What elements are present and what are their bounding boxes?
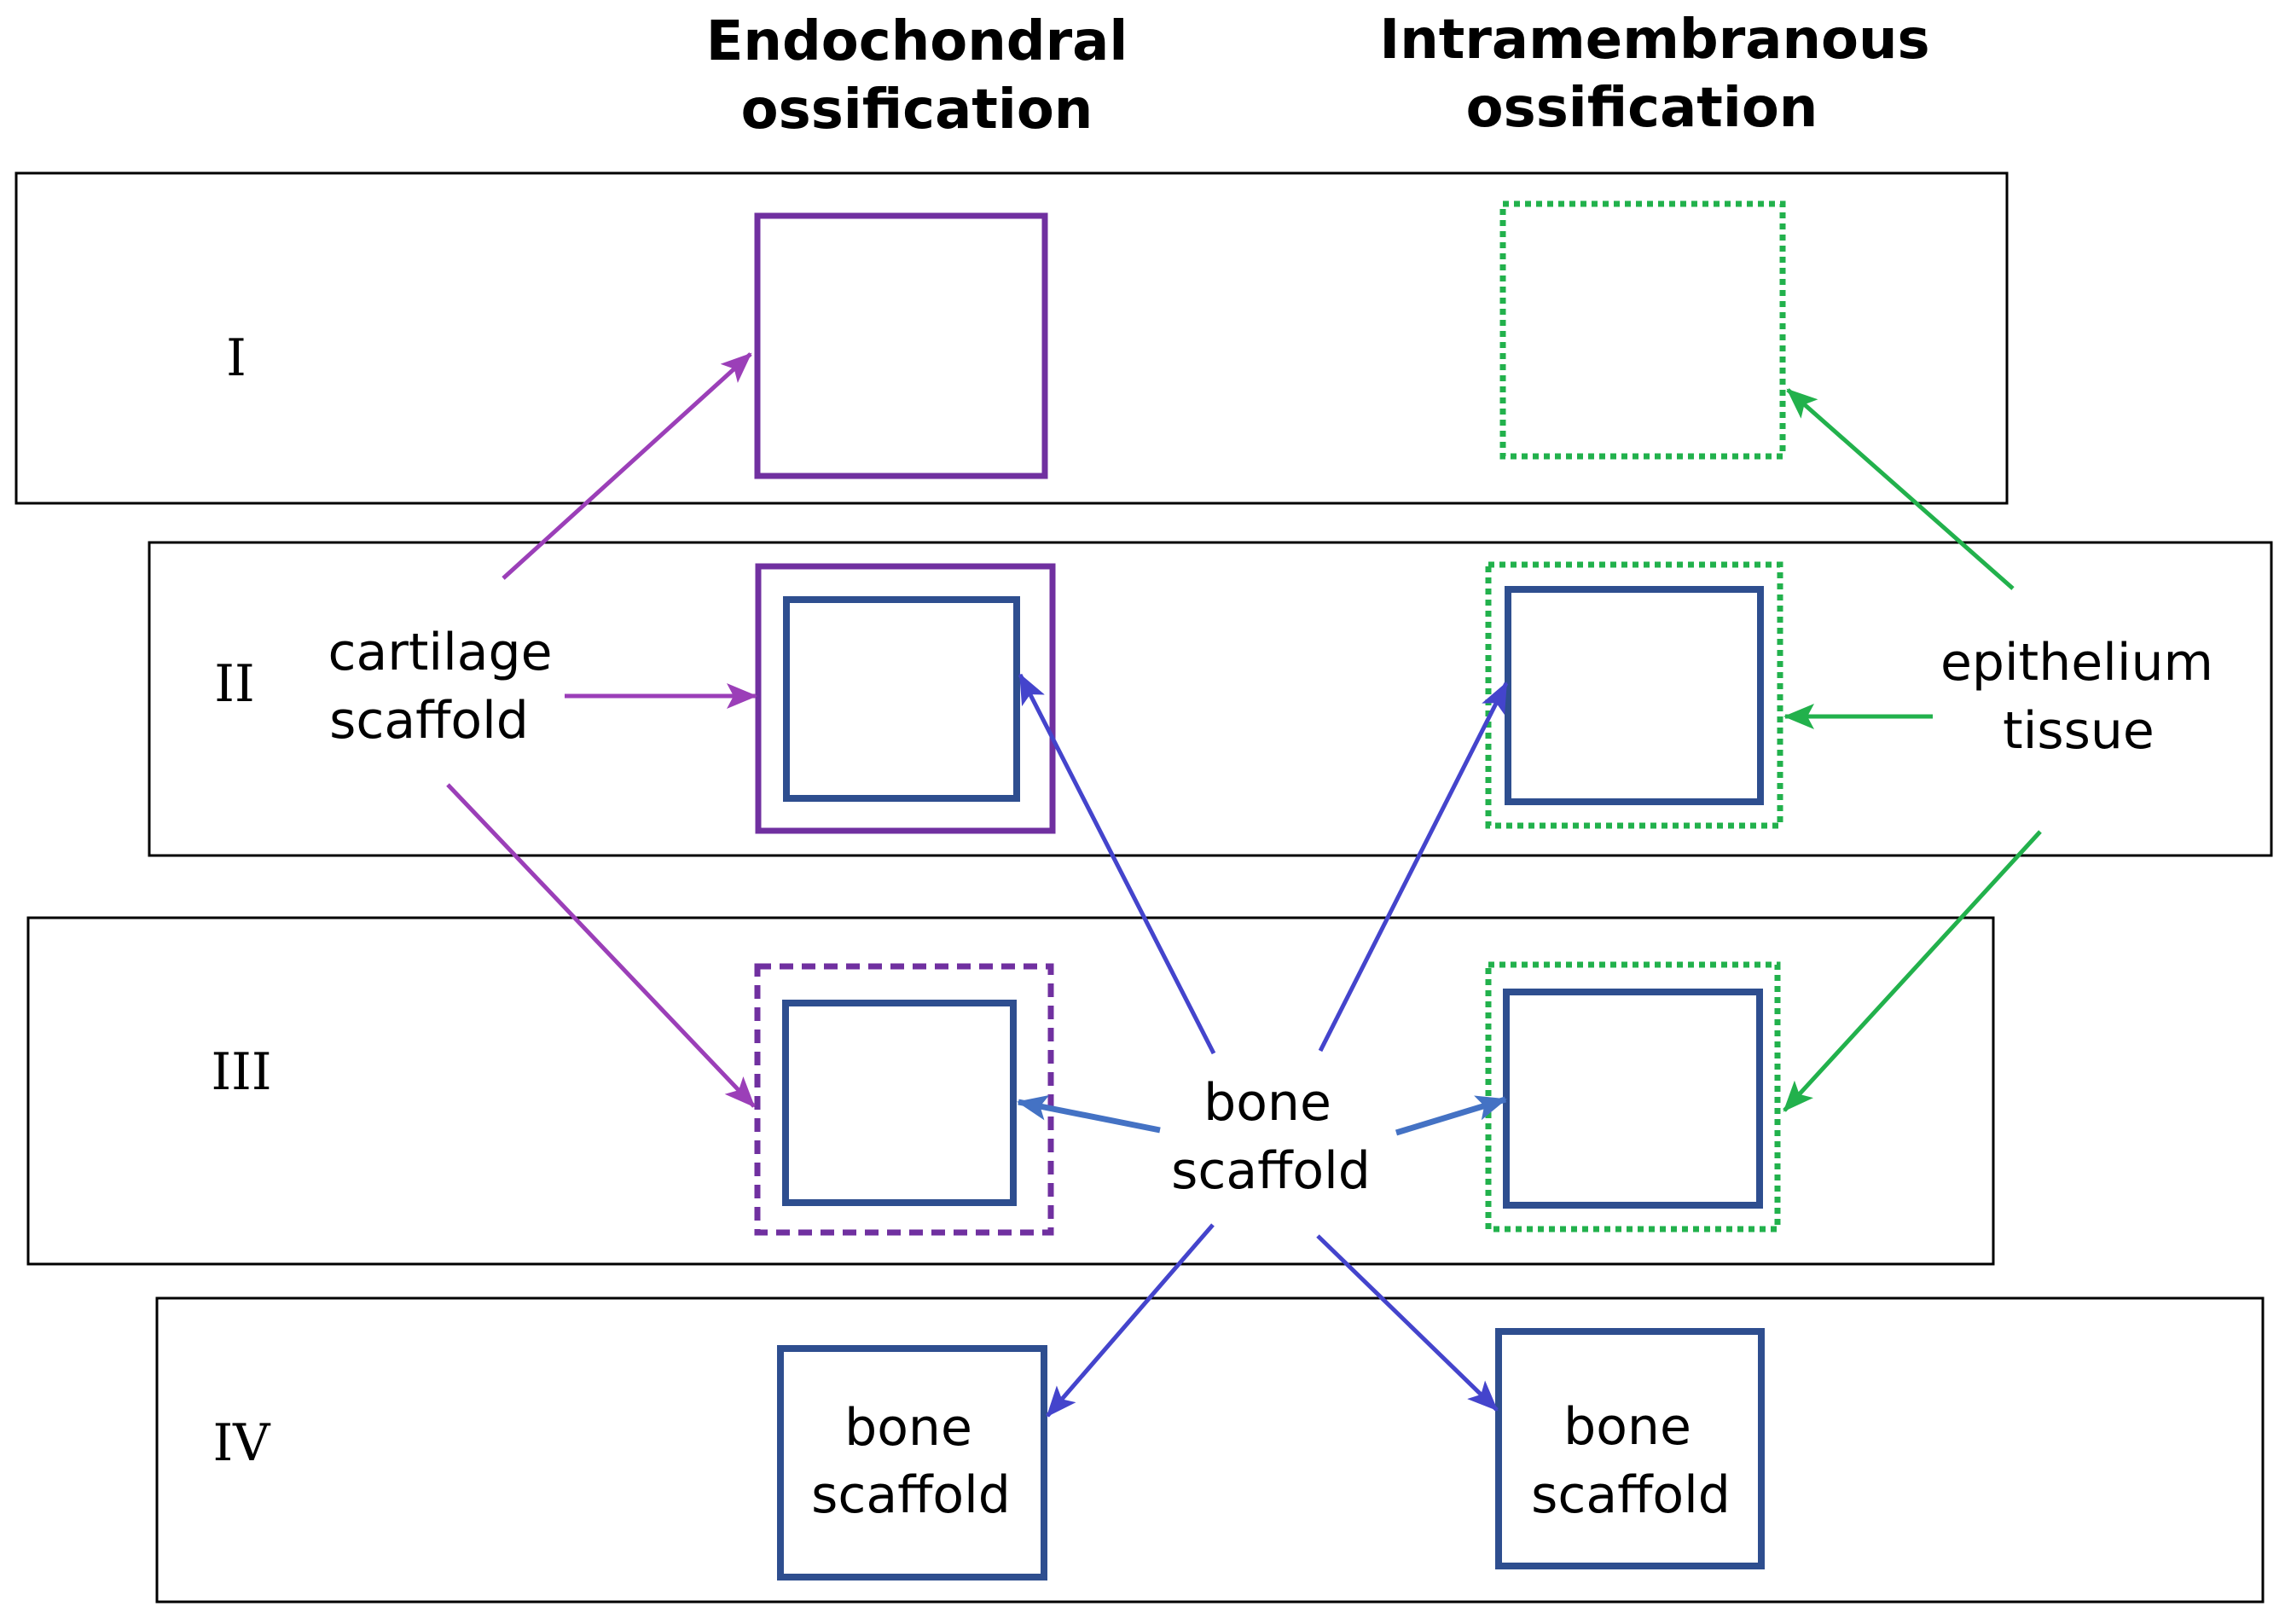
bone-box-stage-iv-right-line1: bone [1563,1397,1691,1457]
epithelium-arrow-to-stage-iii [1783,830,2042,1112]
bone-box-stage-iii-left [782,1000,1017,1206]
stage-iii-label: III [211,1042,271,1102]
bone-arrow-to-stage-iii-left [1017,1094,1161,1134]
bone-box-stage-iv-right-line2: scaffold [1531,1465,1731,1525]
bone-arrow-to-stage-ii-right [1318,682,1509,1053]
epithelium-box-stage-ii [1485,561,1783,829]
bone-arrow-to-stage-iii-right [1395,1095,1507,1136]
epithelium-tissue-label-line2: tissue [2003,701,2155,761]
endochondral-header-line1: Endochondral [706,10,1128,73]
bone-box-stage-iv-left [777,1345,1047,1580]
cartilage-box-stage-iii [754,963,1054,1236]
cartilage-arrow-to-stage-i [502,352,752,580]
cartilage-box-stage-i [754,212,1048,479]
bone-scaffold-center-label-line1: bone [1203,1073,1331,1133]
bone-box-stage-iv-left-line1: bone [844,1398,972,1458]
epithelium-arrow-to-stage-i [1786,388,2015,590]
bone-scaffold-center-label-line2: scaffold [1171,1141,1371,1201]
stage-i-label: I [226,328,246,388]
bone-box-stage-iv-left-line2: scaffold [811,1465,1011,1525]
cartilage-scaffold-label-line2: scaffold [329,691,529,751]
cartilage-box-stage-ii [755,563,1056,834]
intramembranous-header-line2: ossification [1466,77,1818,140]
stage-iv-label: IV [212,1413,271,1473]
epithelium-tissue-label-line1: epithelium [1940,633,2213,693]
bone-box-stage-iii-right [1503,989,1763,1209]
cartilage-scaffold-label-line1: cartilage [328,623,552,682]
bone-arrow-to-stage-iv-right [1316,1234,1499,1412]
bone-arrow-to-stage-iv-left [1046,1223,1215,1418]
epithelium-box-stage-i [1499,200,1786,460]
bone-box-stage-ii-right [1505,586,1764,805]
endochondral-header-line2: ossification [741,78,1093,142]
intramembranous-header-line1: Intramembranous [1379,9,1929,72]
stage-iii-band [26,916,1995,1266]
stage-ii-label: II [214,654,254,714]
stage-i-band [14,171,2009,505]
bone-box-stage-ii-left [783,596,1020,802]
cartilage-arrow-to-stage-iii [446,783,756,1108]
stage-iv-band [155,1296,2265,1604]
epithelium-box-stage-iii [1485,961,1781,1232]
bone-arrow-to-stage-ii-left [1018,673,1216,1055]
bone-box-stage-iv-right [1495,1328,1765,1569]
stage-ii-band [148,541,2273,857]
